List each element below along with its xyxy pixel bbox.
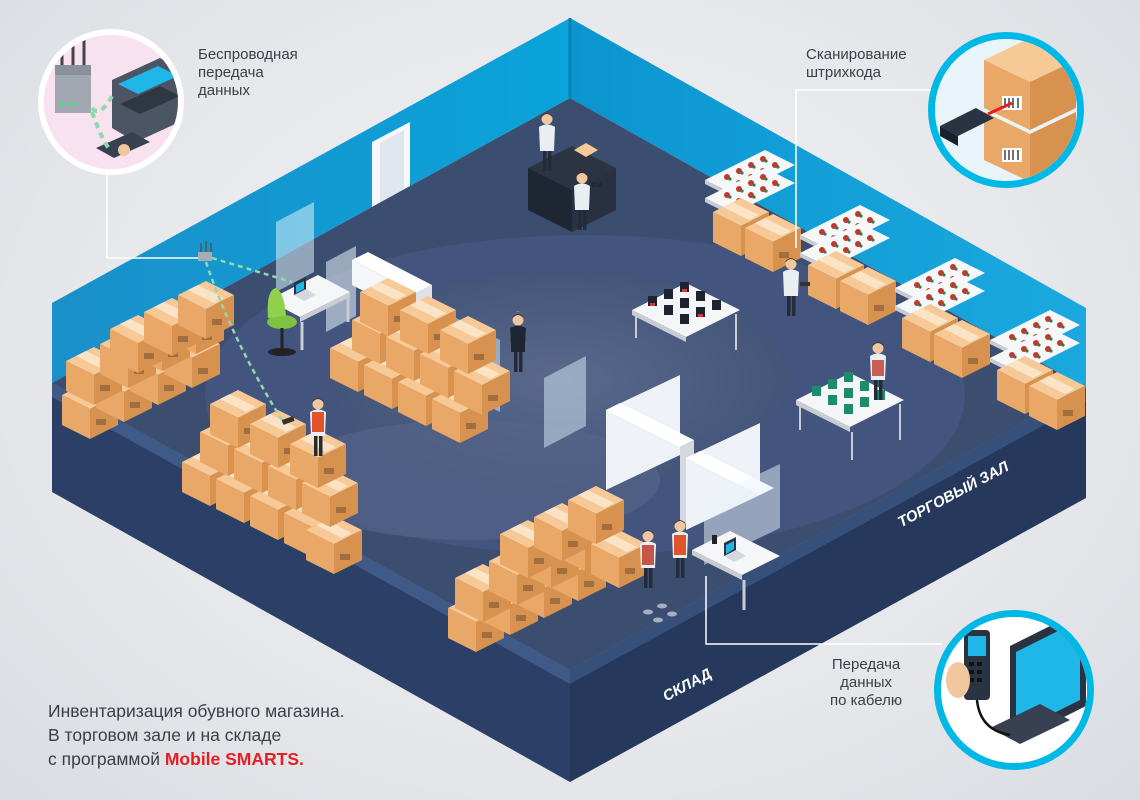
callout-lines — [106, 89, 950, 645]
office-desk — [267, 275, 350, 356]
cash-desk: са — [528, 113, 616, 232]
warehouse-side — [52, 383, 570, 782]
left-wall — [52, 18, 570, 383]
caption-line-2: В торговом зале и на складе — [48, 725, 282, 745]
worker-with-scanner — [281, 398, 326, 456]
sales-side — [570, 388, 1086, 782]
barcode-callout-circle — [928, 32, 1084, 188]
caption-line-3-prefix: с программой — [48, 749, 160, 769]
caption: Инвентаризация обувного магазина. В торг… — [48, 699, 344, 771]
cable-callout-circle — [934, 610, 1094, 770]
glass-partition — [276, 202, 314, 292]
svg-text:са: са — [592, 179, 603, 189]
footprints — [643, 603, 677, 623]
caption-line-3: с программой Mobile SMARTS. — [48, 747, 344, 771]
wireless-label: Беспроводная передача данных — [198, 46, 298, 99]
barcode-label: Сканирование штрихкода — [806, 46, 907, 81]
staff-scanning-rack — [783, 258, 810, 316]
caption-line-1: Инвентаризация обувного магазина. — [48, 701, 345, 721]
cable-desk — [692, 531, 780, 610]
router-icon — [198, 241, 212, 261]
shoe-table-black — [632, 282, 740, 350]
cable-label: Передача данных по кабелю — [830, 656, 903, 709]
wireless-callout-circle — [38, 29, 184, 175]
worker-pair — [640, 520, 688, 588]
wireless-signal — [204, 256, 293, 421]
staff-at-table — [870, 342, 886, 400]
manager — [510, 311, 526, 372]
brand-name: Mobile SMARTS. — [164, 749, 304, 769]
